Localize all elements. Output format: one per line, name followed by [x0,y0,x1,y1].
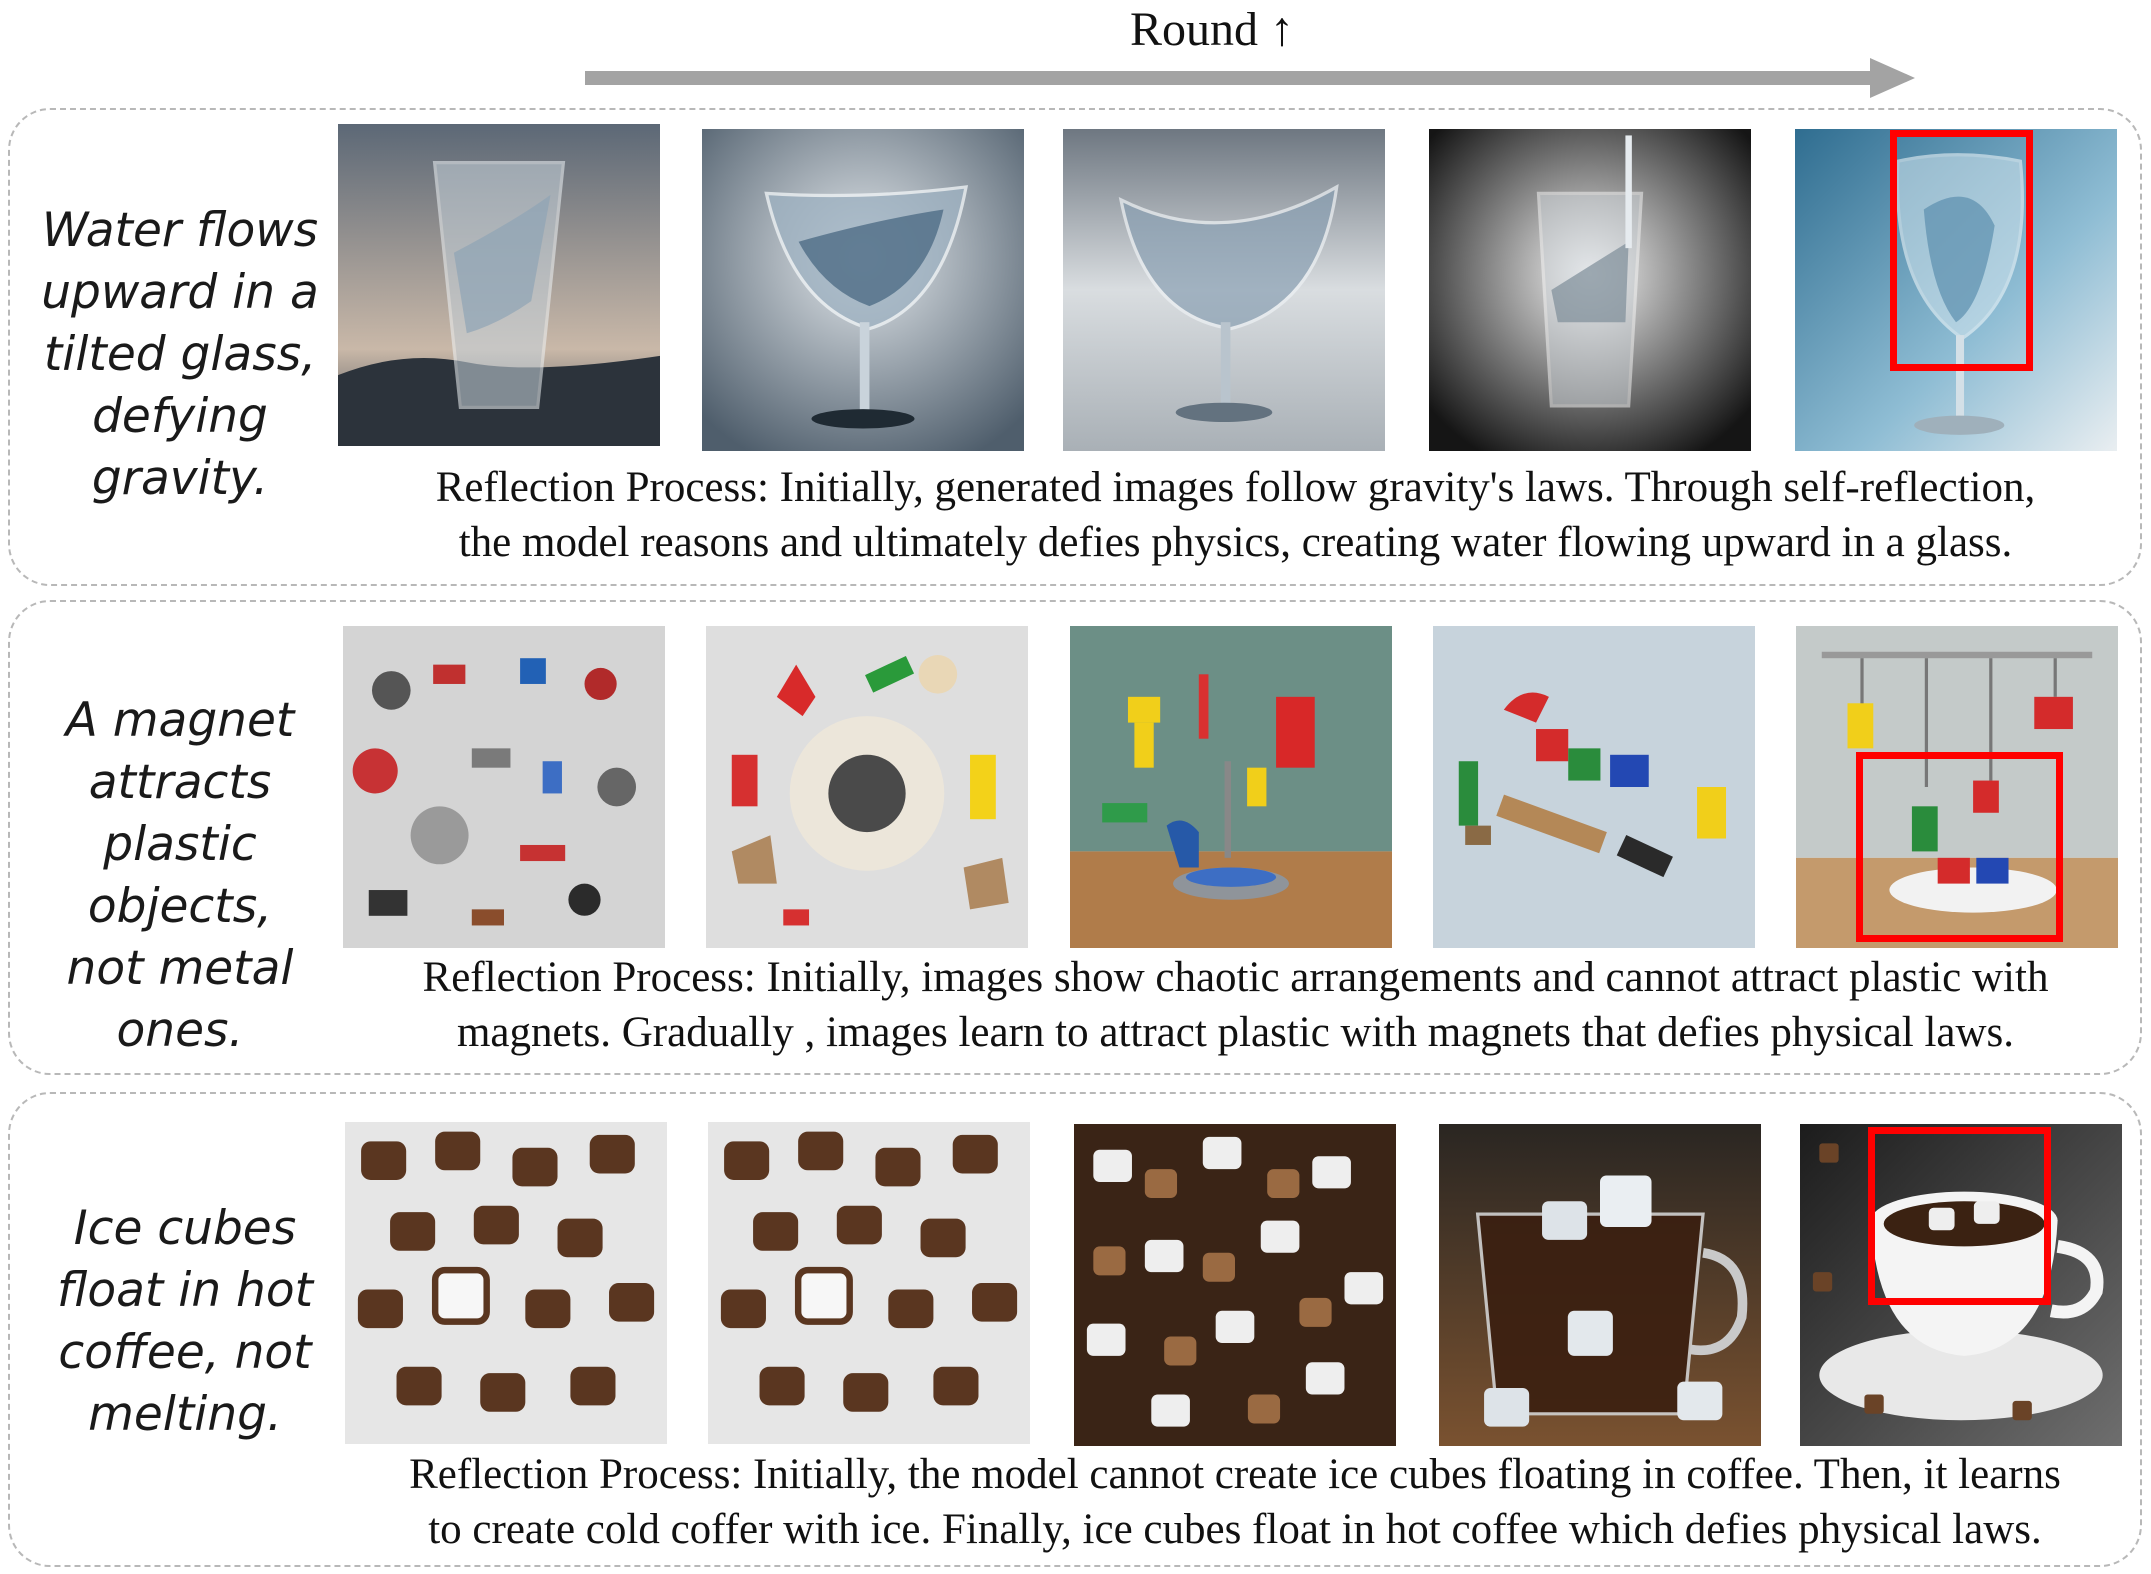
prompt-line: melting. [88,1387,282,1442]
prompt-line: coffee, not [58,1325,312,1380]
caption-line: the model reasons and ultimately defies … [458,519,2013,566]
hot-coffee-cup-image [1800,1124,2122,1446]
caption-magnet: Reflection Process: Initially, images sh… [338,950,2133,1060]
hanging-plastic-magnet-image [1796,626,2118,948]
highlight-box [1890,130,2033,371]
caption-water: Reflection Process: Initially, generated… [338,460,2133,570]
caption-line: Reflection Process: Initially, generated… [435,464,2036,511]
prompt-line: Ice cubes [73,1201,297,1256]
ice-and-chocolate-image [1074,1124,1396,1446]
round-arrow-icon [585,58,1915,98]
round-label: Round ↑ [1130,3,1295,56]
prompt-line: float in hot [56,1263,314,1318]
chocolate-cubes-image [345,1122,667,1444]
martini-glass-image [702,129,1024,451]
glass-with-stream-image [1429,129,1751,451]
splashing-glass-image [1063,129,1385,451]
prompt-water: Water flows upward in a tilted glass, de… [20,200,340,510]
chocolate-cubes-repeat-image [708,1122,1030,1444]
plastic-blocks-image [1433,626,1755,948]
highlight-box [1856,752,2063,942]
prompt-line: ones. [116,1003,244,1058]
prompt-line: gravity. [91,451,269,506]
caption-line: Reflection Process: Initially, the model… [409,1451,2061,1498]
prompt-line: not metal [66,941,294,996]
wine-glass-swirl-image [1795,129,2117,451]
caption-line: magnets. Gradually , images learn to att… [456,1009,2015,1056]
prompt-line: defying [92,389,268,444]
prompt-ice: Ice cubes float in hot coffee, not melti… [30,1198,340,1446]
prompt-line: upward in a [41,265,319,320]
prompt-line: attracts [88,755,272,810]
panel-water [8,108,2142,586]
prompt-line: tilted glass, [43,327,317,382]
magnet-disc-objects-image [706,626,1028,948]
highlight-box [1868,1127,2051,1305]
caption-line: Reflection Process: Initially, images sh… [422,954,2049,1001]
scattered-objects-image [343,626,665,948]
prompt-magnet: A magnet attracts plastic objects, not m… [10,690,350,1062]
magnet-stand-image [1070,626,1392,948]
iced-coffee-glass-image [1439,1124,1761,1446]
panel-magnet [8,600,2142,1075]
prompt-line: Water flows [41,203,319,258]
glass-of-water-image [338,124,660,446]
prompt-line: plastic objects, [87,817,273,934]
prompt-line: A magnet [65,693,295,748]
panel-ice [8,1092,2142,1567]
caption-ice: Reflection Process: Initially, the model… [330,1447,2140,1557]
round-header: Round ↑ [0,0,2151,100]
caption-line: to create cold coffer with ice. Finally,… [428,1506,2042,1553]
